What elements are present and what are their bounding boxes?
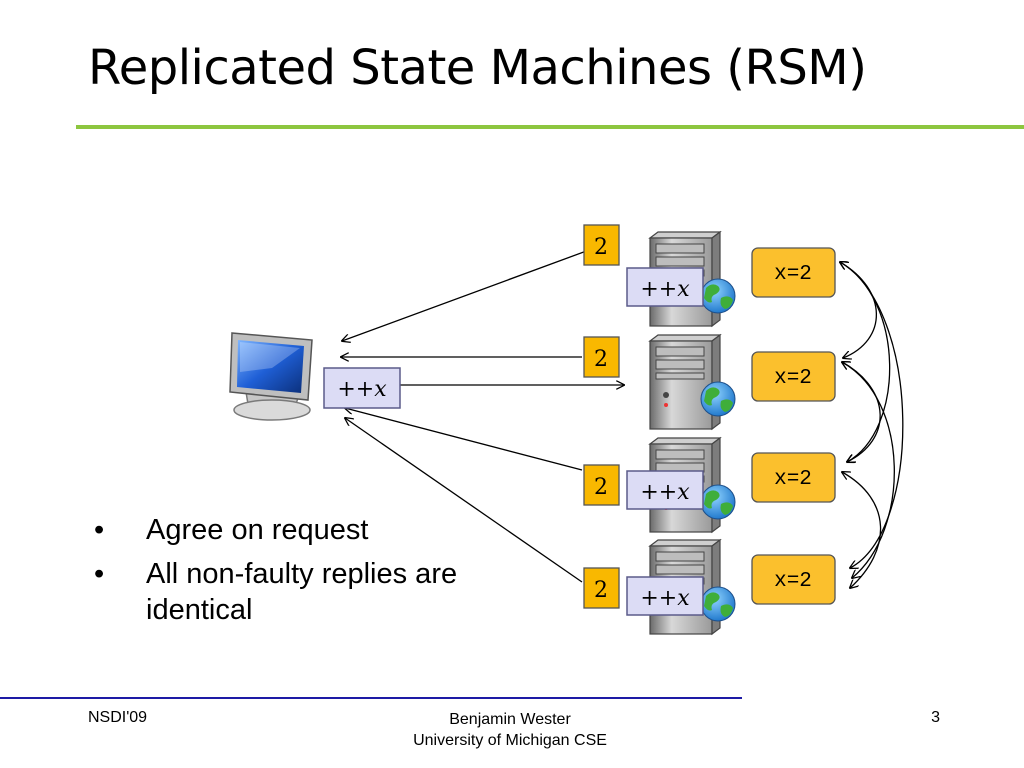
replica-request-4: ++x xyxy=(626,576,704,616)
slide-title: Replicated State Machines (RSM) xyxy=(88,40,867,96)
footer-author-name: Benjamin Wester xyxy=(449,711,571,728)
footer-rule xyxy=(0,697,742,699)
reply-arrow-4 xyxy=(345,418,583,583)
reply-arrow-3 xyxy=(345,408,583,471)
reply-arrow-1 xyxy=(342,245,601,341)
reply-box-4: 2 xyxy=(583,567,620,609)
footer-affiliation: University of Michigan CSE xyxy=(413,732,607,749)
reply-box-3: 2 xyxy=(583,464,620,506)
globe-icon xyxy=(700,381,736,417)
svg-text:++x: ++x xyxy=(640,586,690,611)
globe-icon xyxy=(700,484,736,520)
svg-text:2: 2 xyxy=(594,347,608,372)
bullet-item: • All non-faulty replies are identical xyxy=(88,556,528,628)
bullet-text: Agree on request xyxy=(146,514,369,546)
server-tower-icon xyxy=(648,333,722,431)
title-underline xyxy=(76,125,1024,129)
bullet-list: • Agree on request • All non-faulty repl… xyxy=(88,512,528,636)
state-box-4: x=2 xyxy=(751,554,836,605)
svg-text:2: 2 xyxy=(594,578,608,603)
client-computer-icon xyxy=(229,332,313,421)
reply-box-2: 2 xyxy=(583,336,620,378)
svg-text:++x: ++x xyxy=(337,377,387,402)
agreement-arrows xyxy=(840,262,904,588)
bullet-item: • Agree on request xyxy=(88,512,528,548)
bullet-marker: • xyxy=(94,514,105,546)
rsm-diagram: ++x ++x ++x ++x 2 2 2 2 x=2 x=2 x=2 xyxy=(229,224,904,636)
bullet-marker: • xyxy=(94,558,105,590)
svg-text:++x: ++x xyxy=(640,480,690,505)
footer-conference: NSDI'09 xyxy=(88,709,148,726)
state-box-1: x=2 xyxy=(751,247,836,298)
globe-icon xyxy=(700,586,736,622)
footer-author: Benjamin Wester University of Michigan C… xyxy=(360,709,660,751)
svg-text:2: 2 xyxy=(594,475,608,500)
svg-text:++x: ++x xyxy=(640,277,690,302)
svg-text:x=2: x=2 xyxy=(774,570,812,593)
page-number: 3 xyxy=(931,709,940,726)
client-request-box: ++x xyxy=(323,367,401,409)
state-box-3: x=2 xyxy=(751,452,836,503)
svg-text:x=2: x=2 xyxy=(774,468,812,491)
svg-text:2: 2 xyxy=(594,235,608,260)
reply-box-1: 2 xyxy=(583,224,620,266)
globe-icon xyxy=(700,278,736,314)
svg-text:x=2: x=2 xyxy=(774,263,812,286)
replica-request-3: ++x xyxy=(626,470,704,510)
replica-request-1: ++x xyxy=(626,267,704,307)
state-box-2: x=2 xyxy=(751,351,836,402)
svg-text:x=2: x=2 xyxy=(774,367,812,390)
bullet-text: All non-faulty replies are identical xyxy=(146,558,458,626)
